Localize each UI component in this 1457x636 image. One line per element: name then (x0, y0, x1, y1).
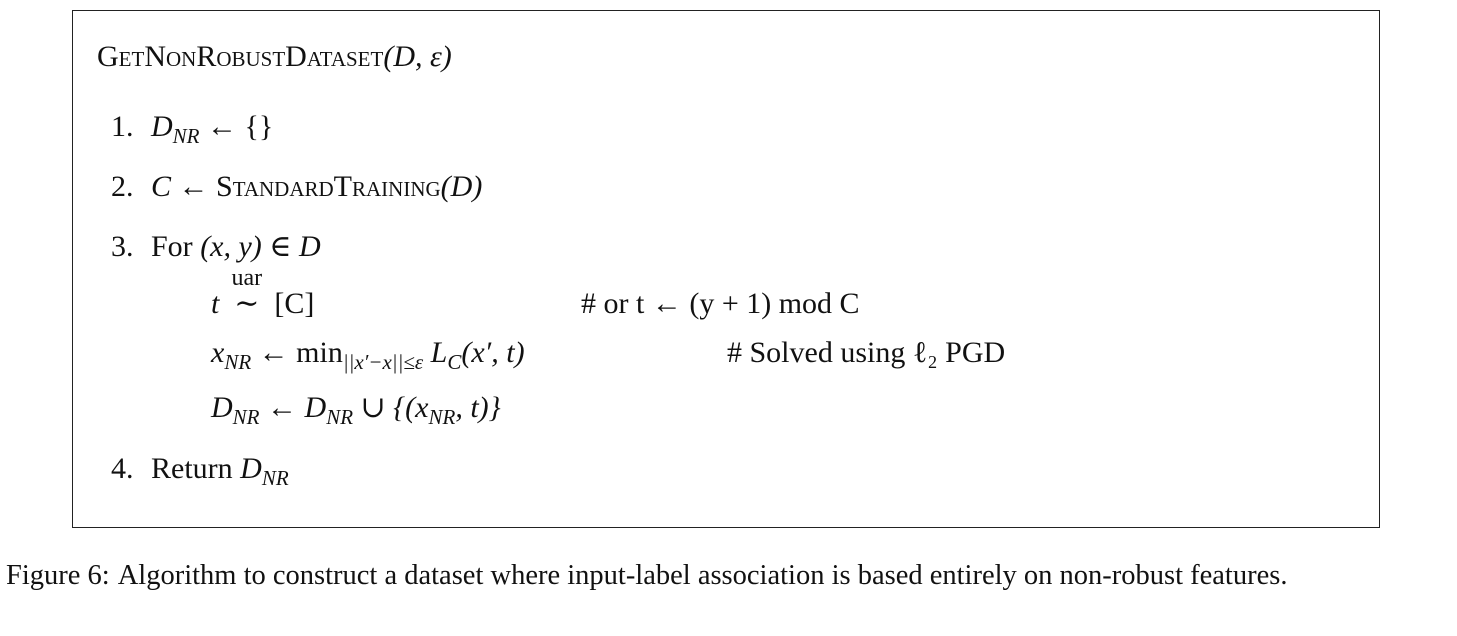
algorithm-args: (D, ε) (383, 40, 452, 73)
comment-target-alternative: # or t ← (y + 1) mod C (581, 287, 860, 320)
step-number: 3. (111, 230, 134, 263)
step-number: 4. (111, 452, 134, 485)
step-3: 3.For (x, y) ∈ D (111, 230, 321, 263)
step-2: 2.C ← StandardTraining(D) (111, 170, 483, 203)
algorithm-box: GetNonRobustDataset(D, ε) 1.DNR ← {} 2.C… (72, 10, 1380, 528)
figure-caption: Figure 6:Algorithm to construct a datase… (6, 558, 1450, 593)
step-number: 1. (111, 110, 134, 143)
caption-text: Algorithm to construct a dataset where i… (117, 560, 1288, 591)
loop-sample-line: t uar∼ [C] (211, 265, 315, 320)
algorithm-title: GetNonRobustDataset(D, ε) (97, 39, 452, 75)
loop-adversarial-line: xNR ← min||x′−x||≤ε LC(x′, t) (211, 336, 525, 374)
loop-union-line: DNR ← DNR ∪ {(xNR, t)} (211, 391, 501, 429)
comment-pgd: # Solved using ℓ₂ PGD (727, 336, 1006, 369)
algorithm-name: GetNonRobustDataset (97, 40, 384, 73)
figure-label: Figure 6: (6, 560, 110, 591)
step-1: 1.DNR ← {} (111, 110, 274, 148)
step-4: 4.Return DNR (111, 452, 289, 490)
sample-operator: uar∼ (231, 265, 263, 320)
step-number: 2. (111, 170, 134, 203)
